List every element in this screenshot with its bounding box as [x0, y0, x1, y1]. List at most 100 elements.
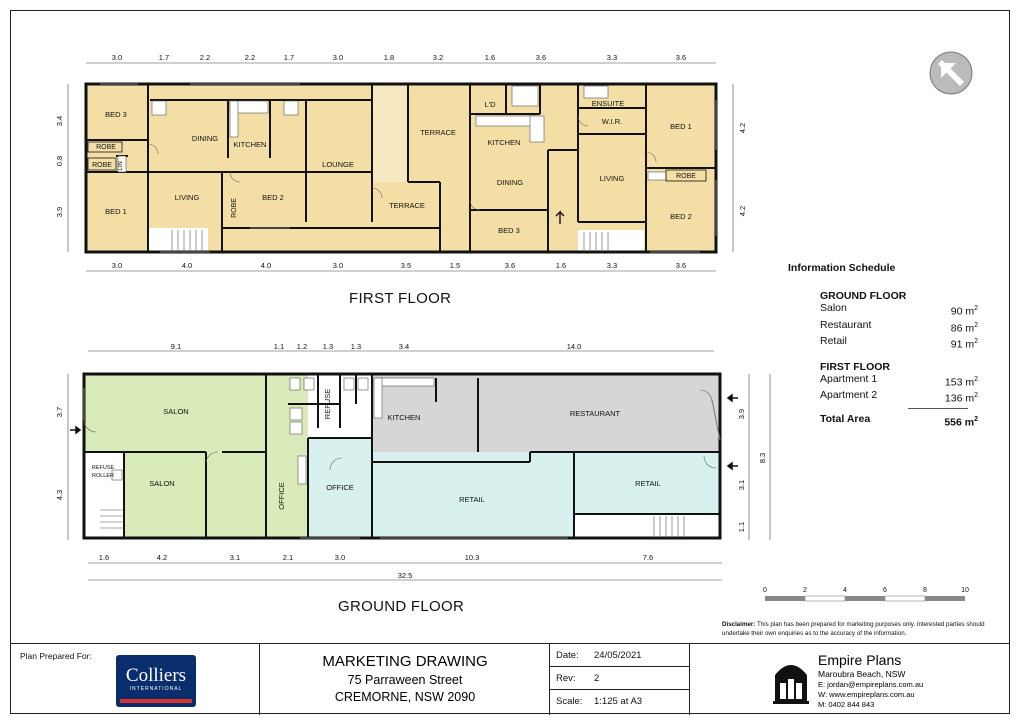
room-retail-1: RETAIL	[459, 495, 485, 504]
schedule-total-value: 556 m	[944, 416, 975, 428]
room-bed3-left: BED 3	[105, 110, 127, 119]
scale-tick-label: 6	[883, 587, 887, 594]
company-web: W: www.empireplans.com.au	[818, 690, 915, 699]
date-row: Date:24/05/2021	[550, 644, 689, 667]
company-cell: Empire Plans Maroubra Beach, NSW E: jord…	[690, 644, 1010, 715]
gf-right-dim: 1.1	[737, 522, 746, 532]
schedule-total-label: Total Area	[820, 412, 871, 425]
room-terrace-lower: TERRACE	[389, 201, 425, 210]
ff-left-dim: 3.9	[55, 207, 64, 217]
ff-bottom-dim: 4.0	[261, 261, 271, 270]
gf-bottom-dim: 3.1	[230, 553, 240, 562]
room-salon-bottom: SALON	[149, 479, 174, 488]
title-block: Plan Prepared For: Colliers INTERNATIONA…	[10, 643, 1010, 715]
room-laundry: L'D	[484, 100, 496, 109]
room-lounge: LOUNGE	[322, 160, 354, 169]
gf-top-dim: 3.4	[399, 342, 409, 351]
schedule-ground-item-name: Retail	[820, 335, 847, 347]
scale-tick-label: 2	[803, 587, 807, 594]
schedule-ground-item-name: Salon	[820, 302, 847, 314]
ff-left-dim: 3.4	[55, 116, 64, 126]
drawing-title: MARKETING DRAWING	[322, 653, 488, 670]
room-robe-right: ROBE	[676, 173, 696, 180]
schedule-ground-item-row: Retail 91 m2	[820, 335, 978, 352]
room-bed3-right: BED 3	[498, 226, 520, 235]
ff-top-dim: 2.2	[200, 53, 210, 62]
ff-top-dim: 3.6	[536, 53, 546, 62]
gf-left-dim: 4.3	[55, 490, 64, 500]
gf-top-dim: 1.3	[323, 342, 333, 351]
first-floor-title: FIRST FLOOR	[349, 290, 452, 307]
schedule-first-item-value: 153 m2	[944, 375, 978, 389]
company-location: Maroubra Beach, NSW	[818, 669, 906, 679]
ff-top-dim: 3.3	[607, 53, 617, 62]
gf-right-overall-dim: 8.3	[758, 453, 767, 463]
ff-top-dim: 3.6	[676, 53, 686, 62]
room-office-vertical: OFFICE	[277, 482, 286, 510]
ff-bottom-dim: 3.6	[676, 261, 686, 270]
room-refuse-roller-2: ROLLER	[92, 473, 114, 479]
gf-right-dim: 3.9	[737, 409, 746, 419]
ff-top-dim: 3.2	[433, 53, 443, 62]
ff-left-dim: 0.8	[55, 156, 64, 166]
ground-floor-plan: SALON REFUSE ROLLER SALON OFFICE REFUSE …	[67, 350, 771, 581]
room-restaurant: RESTAURANT	[570, 409, 621, 418]
schedule-ground-heading: GROUND FLOOR	[820, 290, 907, 302]
room-living-right: LIVING	[600, 174, 625, 183]
ff-bottom-dim: 3.6	[505, 261, 515, 270]
room-robe-left-3: ROBE	[231, 198, 238, 218]
ff-top-dim: 2.2	[245, 53, 255, 62]
room-refuse-roller-1: REFUSE	[92, 465, 115, 471]
colliers-logo: Colliers INTERNATIONAL	[116, 655, 196, 707]
gf-top-dim: 9.1	[171, 342, 181, 351]
room-ensuite: ENSUITE	[592, 99, 625, 108]
empire-plans-logo-icon	[773, 665, 809, 704]
ff-bottom-dim: 1.6	[556, 261, 566, 270]
scale-tick-label: 8	[923, 587, 927, 594]
schedule-ground-item-value: 86 m2	[950, 321, 978, 335]
prepared-for-cell: Plan Prepared For: Colliers INTERNATIONA…	[10, 644, 260, 715]
gf-overall-dim: 32.5	[398, 571, 413, 580]
schedule-ground-item-row: Salon 90 m2	[820, 302, 978, 319]
ff-top-dim: 3.0	[112, 53, 122, 62]
first-floor-plan: BED 3 ROBE ROBE LIN BED 1 DINING KITCHEN…	[67, 62, 734, 272]
room-office: OFFICE	[326, 483, 354, 492]
ff-bottom-dim: 3.3	[607, 261, 617, 270]
ff-top-dim: 1.8	[384, 53, 394, 62]
ff-top-dim: 1.7	[284, 53, 294, 62]
schedule-first-heading: FIRST FLOOR	[820, 360, 890, 373]
ff-bottom-dim: 4.0	[182, 261, 192, 270]
ff-right-dim: 4.2	[738, 123, 747, 133]
room-bed1-right: BED 1	[670, 122, 692, 131]
gf-right-dim: 3.1	[737, 480, 746, 490]
schedule-ground-item-value: 91 m2	[950, 338, 978, 351]
drawing-title-cell: MARKETING DRAWING 75 Parraween Street CR…	[260, 644, 550, 715]
gf-left-dim: 3.7	[55, 407, 64, 417]
gf-top-dim: 1.2	[297, 342, 307, 351]
room-wir: W.I.R.	[602, 117, 622, 126]
disclaimer: Disclaimer: This plan has been prepared …	[722, 621, 985, 637]
room-dining-left: DINING	[192, 134, 218, 143]
gf-bottom-dim: 3.0	[335, 553, 345, 562]
ff-right-dim: 4.2	[738, 206, 747, 216]
address-line-1: 75 Parraween Street	[347, 673, 463, 687]
gf-bottom-dim: 4.2	[157, 553, 167, 562]
ground-floor-title: GROUND FLOOR	[338, 598, 465, 615]
scale-tick-label: 10	[961, 587, 969, 594]
company-name: Empire Plans	[818, 652, 902, 668]
room-salon-top: SALON	[163, 407, 188, 416]
company-mobile: M: 0402 844 843	[818, 700, 875, 709]
room-robe-left-1: ROBE	[96, 144, 116, 151]
room-dining-right: DINING	[497, 178, 523, 187]
address-line-2: CREMORNE, NSW 2090	[334, 690, 476, 704]
ff-top-dim: 3.0	[333, 53, 343, 62]
north-arrow-icon	[929, 51, 973, 95]
ff-bottom-dim: 3.5	[401, 261, 411, 270]
drawing-info-cell: Date:24/05/2021 Rev:2 Scale:1:125 at A3	[550, 644, 690, 715]
schedule-ground-item-value: 90 m2	[950, 305, 978, 318]
room-robe-left-2: ROBE	[92, 162, 112, 169]
